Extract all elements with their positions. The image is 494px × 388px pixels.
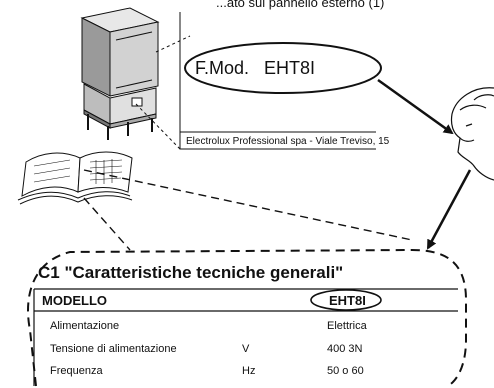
row-value: Elettrica <box>327 320 368 332</box>
manual-book-icon <box>17 151 133 205</box>
row-unit: V <box>242 343 250 355</box>
rating-plate: ...ato sul pannello esterno (1) F.Mod. E… <box>179 0 390 150</box>
row-value: 50 o 60 <box>327 365 364 377</box>
arrow-reader-to-table <box>426 169 472 250</box>
spec-heading: C1 "Caratteristiche tecniche generali" <box>38 263 343 282</box>
leader-line-bottom <box>135 103 181 150</box>
row-label: Alimentazione <box>50 320 119 332</box>
model-highlight-ellipse <box>184 42 382 94</box>
book-leader-2 <box>83 197 131 251</box>
table-row: Tensione di alimentazione V 400 3N <box>50 343 363 355</box>
row-label: Tensione di alimentazione <box>50 343 177 355</box>
arrow-plate-to-reader <box>377 78 454 135</box>
row-value: 400 3N <box>327 343 363 355</box>
plate-model-value: EHT8I <box>264 58 315 78</box>
table-row: Frequenza Hz 50 o 60 <box>50 365 364 377</box>
row-unit: Hz <box>242 365 255 377</box>
plate-top-fragment: ...ato sul pannello esterno (1) <box>216 0 384 10</box>
plate-model-field: F.Mod. <box>195 58 249 78</box>
col-header-model: EHT8I <box>329 293 366 308</box>
plate-company-line: Electrolux Professional spa - Viale Trev… <box>186 136 390 147</box>
row-label: Frequenza <box>50 365 103 377</box>
table-row: Alimentazione Elettrica <box>50 320 368 332</box>
spec-callout-border <box>27 248 467 387</box>
book-leader-1 <box>83 169 413 241</box>
model-header-ellipse <box>310 289 382 311</box>
reader-face-icon <box>450 87 494 181</box>
dishwasher-icon <box>80 7 160 140</box>
col-header-modello: MODELLO <box>42 293 107 308</box>
leader-line-top <box>155 35 191 53</box>
